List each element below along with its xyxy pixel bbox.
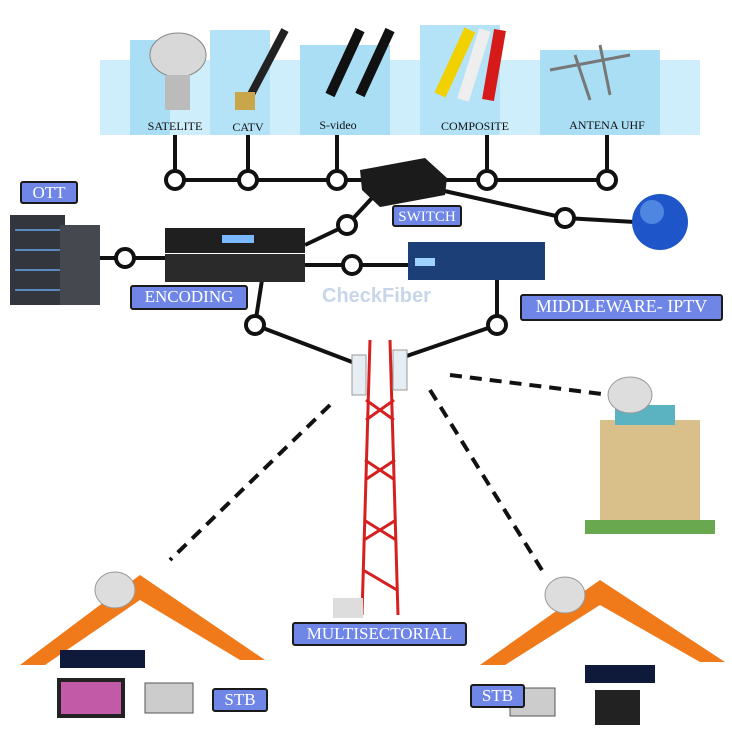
source-label-svideo: S-video [319, 118, 357, 132]
multisector-tower-icon [333, 339, 408, 618]
middleware-iptv-label: MIDDLEWARE- IPTV [520, 294, 723, 321]
switch-device-icon [360, 158, 447, 207]
server-ott-icon [10, 215, 100, 305]
building-icon [585, 376, 715, 534]
stb-left-label: STB [212, 688, 268, 712]
ott-label: OTT [20, 181, 78, 204]
house-right-icon [480, 576, 725, 725]
uhf-antenna-icon [549, 44, 631, 101]
source-label-catv: CATV [232, 120, 264, 134]
switch-label: SWITCH [392, 205, 462, 227]
coax-cable-icon [235, 28, 289, 110]
connection-nodes [114, 169, 618, 336]
source-label-antena-uhf: ANTENA UHF [569, 118, 645, 132]
composite-cable-icon [434, 27, 506, 102]
encoder-device-icon [165, 228, 305, 282]
globe-icon [632, 194, 688, 250]
watermark: CheckFiber [322, 285, 431, 307]
satellite-dish-icon [149, 32, 207, 110]
source-label-composite: COMPOSITE [440, 119, 509, 133]
multisectorial-label: MULTISECTORIAL [292, 622, 467, 646]
svideo-cable-icon [325, 27, 395, 98]
stb-right-label: STB [470, 684, 525, 708]
netup-middleware-icon [408, 242, 545, 280]
house-left-icon [20, 571, 265, 718]
encoding-label: ENCODING [130, 285, 248, 310]
source-label-satelite: SATELITE [147, 119, 203, 133]
wireless-links [168, 373, 611, 577]
